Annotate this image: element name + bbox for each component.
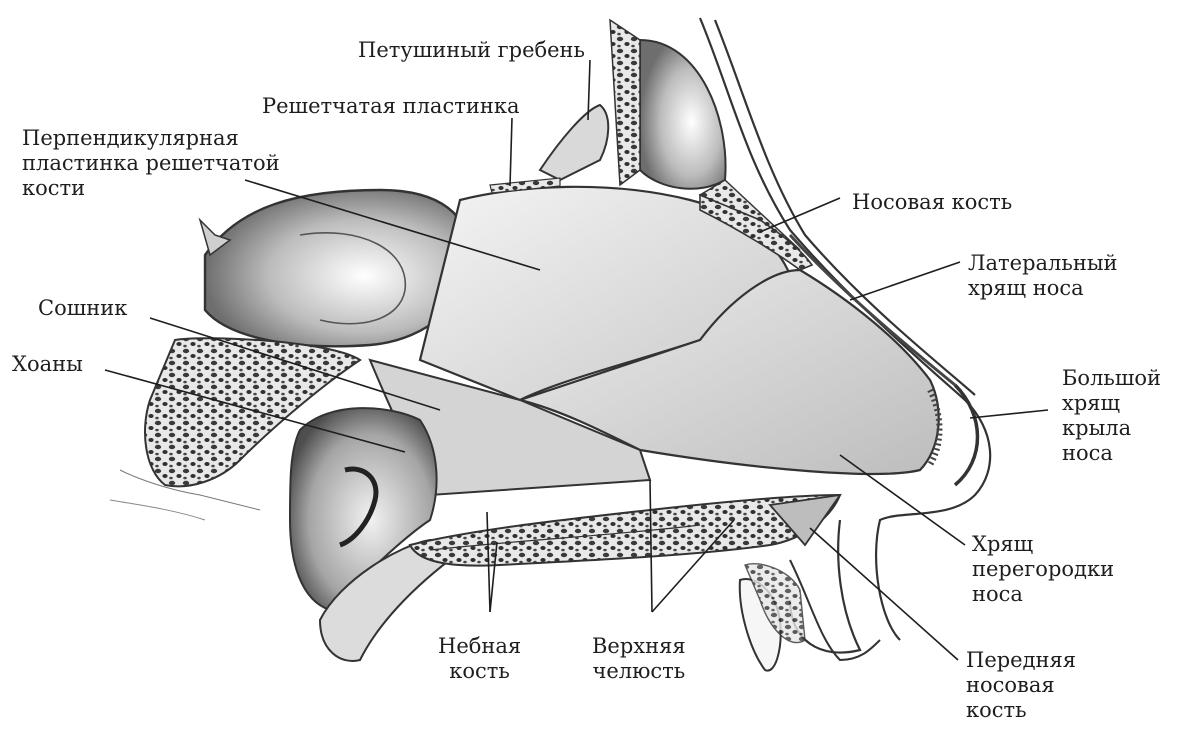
label-lateral-cartilage: Латеральный хрящ носа — [968, 251, 1118, 301]
label-cribriform-plate: Решетчатая пластинка — [262, 94, 519, 119]
label-palatine-bone: Небная кость — [438, 634, 521, 684]
label-choanae: Хоаны — [12, 352, 83, 377]
label-perpendicular-plate: Перпендикулярная пластинка решетчатой ко… — [22, 126, 280, 201]
label-major-alar-cartilage: Большой хрящ крыла носа — [1062, 366, 1161, 466]
label-vomer: Сошник — [38, 296, 127, 321]
label-maxilla: Верхняя челюсть — [592, 634, 686, 684]
label-septal-cartilage: Хрящ перегородки носа — [972, 532, 1114, 607]
label-nasal-bone: Носовая кость — [852, 190, 1012, 215]
label-crista-galli: Петушиный гребень — [358, 38, 585, 63]
label-anterior-nasal-spine: Передняя носовая кость — [966, 648, 1076, 723]
crista-galli-shape — [540, 105, 608, 180]
